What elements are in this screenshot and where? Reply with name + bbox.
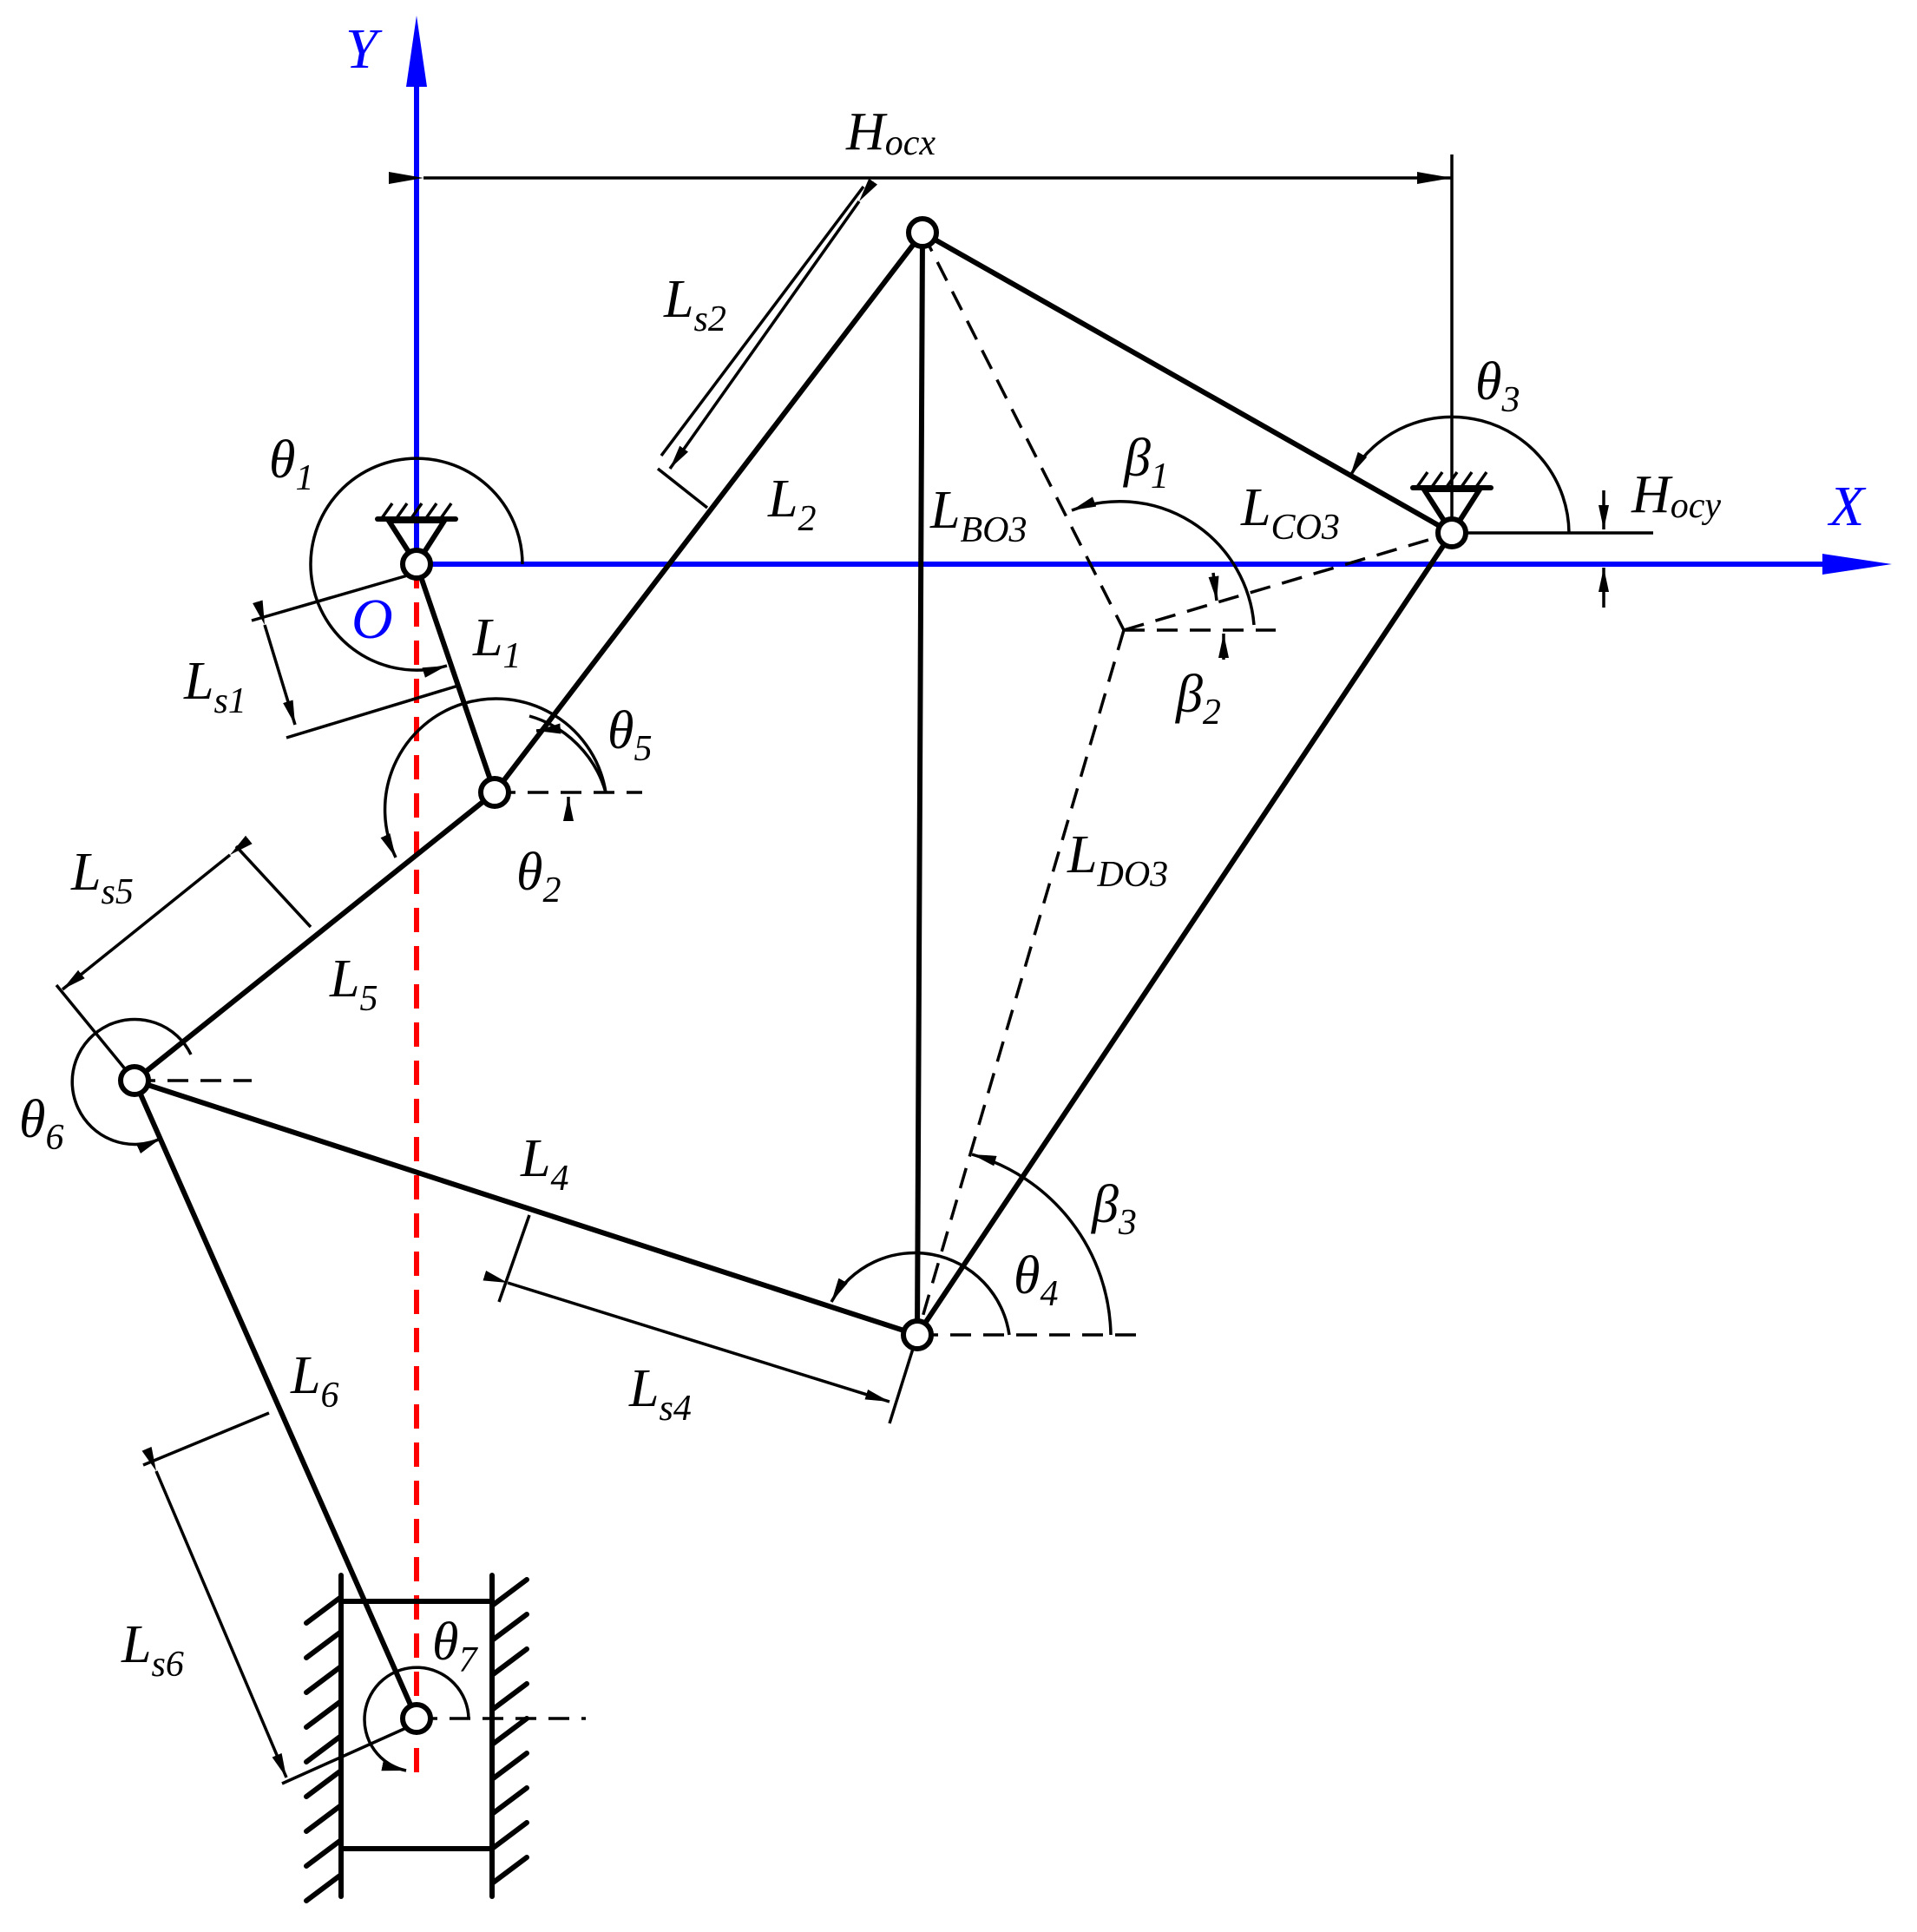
label-LDO3: LDO3 <box>1067 825 1168 895</box>
joints <box>118 216 1468 1735</box>
label-theta7: θ7 <box>432 1613 478 1680</box>
ground-support-C <box>1410 470 1494 538</box>
label-LBO3: LBO3 <box>929 481 1027 550</box>
joint-D <box>118 1064 151 1097</box>
hocy-dimension <box>1452 490 1653 608</box>
joint-A <box>478 776 511 809</box>
y-axis-arrowhead <box>406 16 427 87</box>
label-beta2: β2 <box>1175 665 1221 733</box>
y-axis-label: Y <box>345 17 383 81</box>
link-L1 <box>414 562 497 795</box>
label-L5: L5 <box>329 950 377 1019</box>
origin-label: O <box>351 588 393 651</box>
joint-O <box>400 548 433 581</box>
label-Ls4: Ls4 <box>628 1359 692 1429</box>
joint-B <box>906 216 939 249</box>
hocx-dimension <box>389 154 1454 531</box>
label-theta3: θ3 <box>1475 352 1520 420</box>
slider-guide <box>304 1573 529 1903</box>
link-C-D <box>915 530 1454 1337</box>
label-L2: L2 <box>767 470 816 539</box>
label-Ls5: Ls5 <box>70 843 134 912</box>
label-L4: L4 <box>520 1129 568 1199</box>
link-L6 <box>132 1078 419 1721</box>
link-B-D <box>915 230 925 1337</box>
label-Ls6: Ls6 <box>121 1615 184 1685</box>
labels: Y X O Hocx Hocy Ls2 L2 LBO3 LCO3 β1 β2 θ… <box>19 17 1867 1685</box>
x-axis-arrowhead <box>1822 554 1892 575</box>
label-L1: L1 <box>472 608 521 676</box>
label-Ls1: Ls1 <box>183 652 246 721</box>
links <box>132 230 1454 1721</box>
label-L6: L6 <box>290 1346 338 1416</box>
label-Hocy: Hocy <box>1631 465 1721 526</box>
label-theta6: θ6 <box>19 1090 63 1158</box>
joint-slider <box>400 1702 433 1735</box>
label-theta2: θ2 <box>516 843 561 910</box>
label-theta5: θ5 <box>607 701 652 769</box>
construction-lines <box>135 232 1453 1720</box>
joint-E <box>901 1318 934 1351</box>
label-Hocx: Hocx <box>845 102 936 163</box>
ground-support-O <box>375 502 458 569</box>
label-LCO3: LCO3 <box>1240 478 1340 548</box>
label-Ls2: Ls2 <box>663 270 726 339</box>
x-axis-label: X <box>1827 475 1867 538</box>
link-L5 <box>132 790 497 1083</box>
joint-C <box>1435 516 1468 549</box>
angle-arcs <box>70 415 1571 1772</box>
link-L4 <box>132 1078 920 1337</box>
label-beta1: β1 <box>1123 429 1169 496</box>
coordinate-axes <box>406 16 1892 575</box>
label-theta1: θ1 <box>269 430 313 498</box>
ls-dimensions <box>55 178 919 1785</box>
link-B-C <box>920 230 1454 536</box>
label-theta4: θ4 <box>1014 1246 1058 1314</box>
label-beta3: β3 <box>1091 1175 1137 1243</box>
